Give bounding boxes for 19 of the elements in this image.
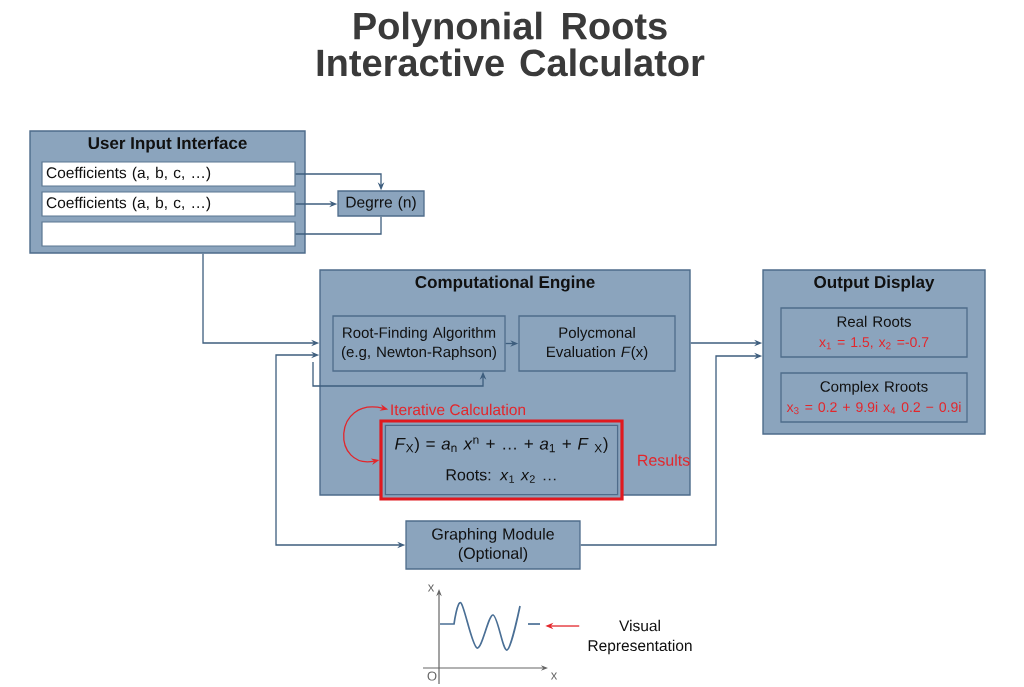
input-field: Coefficients (a, b, c, …) (41, 191, 296, 217)
wave-drawing (439, 601, 541, 651)
formula-box: F$_{X}$) = a$_{n}$ x$^{n}$ + … + a$_{1}$ + F $_{X}$) Roots: x$_{1}$ x$_{2}$ … (379, 419, 624, 501)
result-box: Real Roots x$_{1}$ = 1.5, x$_{2}$ =-0.7 (780, 307, 968, 358)
input-field: Coefficients (a, b, c, …) (41, 161, 296, 187)
axis-label: O (427, 671, 437, 681)
axis-label: x (550, 672, 558, 680)
process-box: Root-Finding Algorithm (e.g, Newton-Raphson) (332, 315, 506, 372)
process-box: Graphing Module (Optional) (405, 520, 581, 570)
axis-label: x (427, 584, 435, 592)
callout-text: Visual Representation (588, 619, 692, 655)
side-label: Results (638, 454, 690, 466)
process-box: Degrre (n) (337, 190, 425, 217)
input-field (41, 221, 296, 247)
connector-line (294, 216, 382, 235)
result-box: Complex Rroots x$_{3}$ = 0.2 + 9.9i x$_{4}$ 0.2 − 0.9i (780, 372, 968, 423)
process-box: Polycmonal Evaluation F(x) (518, 315, 676, 372)
annotation-text: Iterative Calculation (391, 403, 526, 416)
title: Polynonial Roots Interactive Calculator (317, 11, 705, 77)
